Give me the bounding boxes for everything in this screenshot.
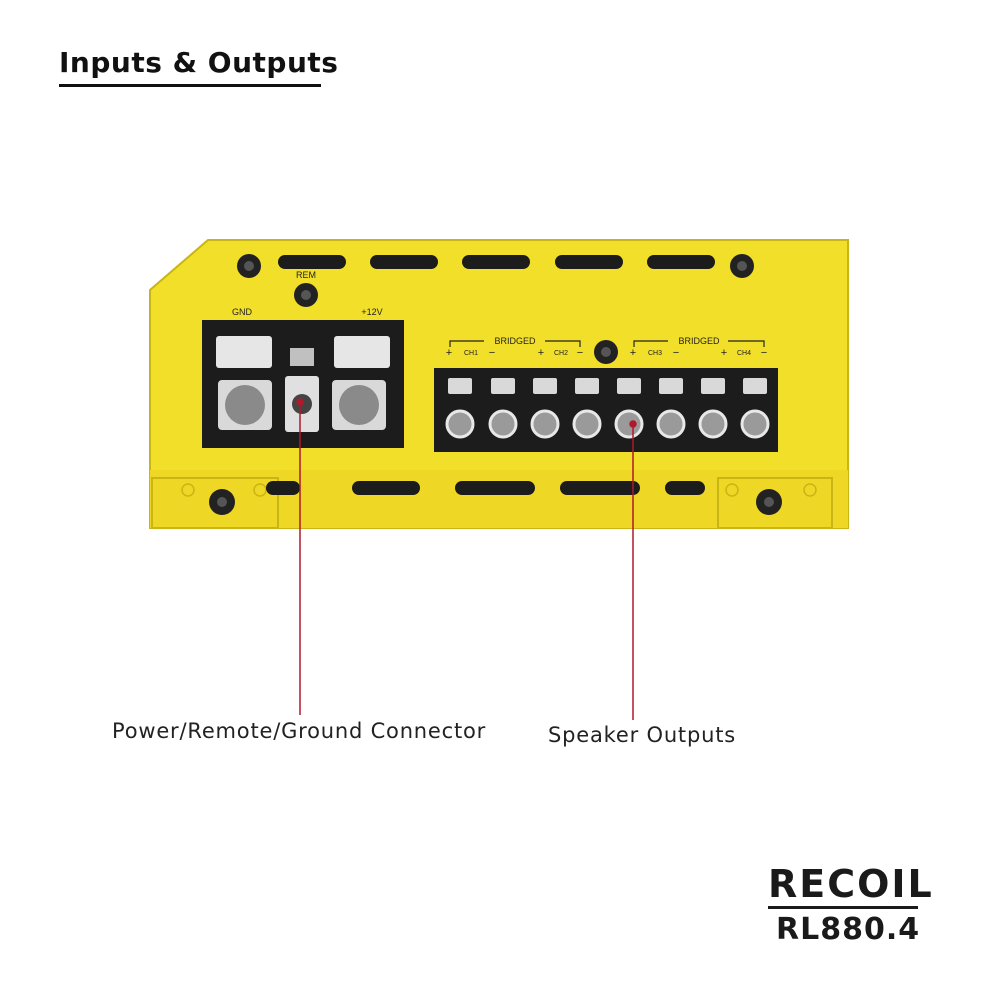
ch2-minus: − — [577, 347, 583, 359]
chassis-screws — [209, 254, 782, 515]
bridged-label-2: BRIDGED — [678, 336, 720, 346]
speaker-terminal-block — [434, 368, 778, 452]
v12-label: +12V — [361, 307, 382, 317]
ch3-label: CH3 — [648, 350, 662, 357]
ch2-plus: + — [538, 347, 544, 359]
ch1-minus: − — [489, 347, 495, 359]
power-connector-callout: Power/Remote/Ground Connector — [112, 719, 487, 743]
ch4-label: CH4 — [737, 350, 751, 357]
ch2-label: CH2 — [554, 350, 568, 357]
brand-underline — [768, 906, 918, 909]
model-number: RL880.4 — [776, 912, 921, 947]
callout-pointers — [296, 398, 637, 720]
ch1-plus: + — [446, 347, 452, 359]
power-terminal-block — [202, 320, 404, 448]
page-title: Inputs & Outputs — [59, 46, 339, 79]
top-vent-slots — [278, 255, 715, 269]
title-underline — [59, 84, 321, 87]
rem-label: REM — [296, 270, 316, 280]
speaker-outputs-callout: Speaker Outputs — [548, 723, 736, 747]
ch3-minus: − — [673, 347, 679, 359]
ch4-plus: + — [721, 347, 727, 359]
bridged-label-1: BRIDGED — [494, 336, 536, 346]
ch4-minus: − — [761, 347, 767, 359]
ch1-label: CH1 — [464, 350, 478, 357]
brand-logo: RECOIL — [768, 862, 934, 906]
gnd-label: GND — [232, 307, 253, 317]
bottom-vent-slots — [266, 481, 705, 495]
ch3-plus: + — [630, 347, 636, 359]
bridged-brackets — [449, 340, 765, 347]
